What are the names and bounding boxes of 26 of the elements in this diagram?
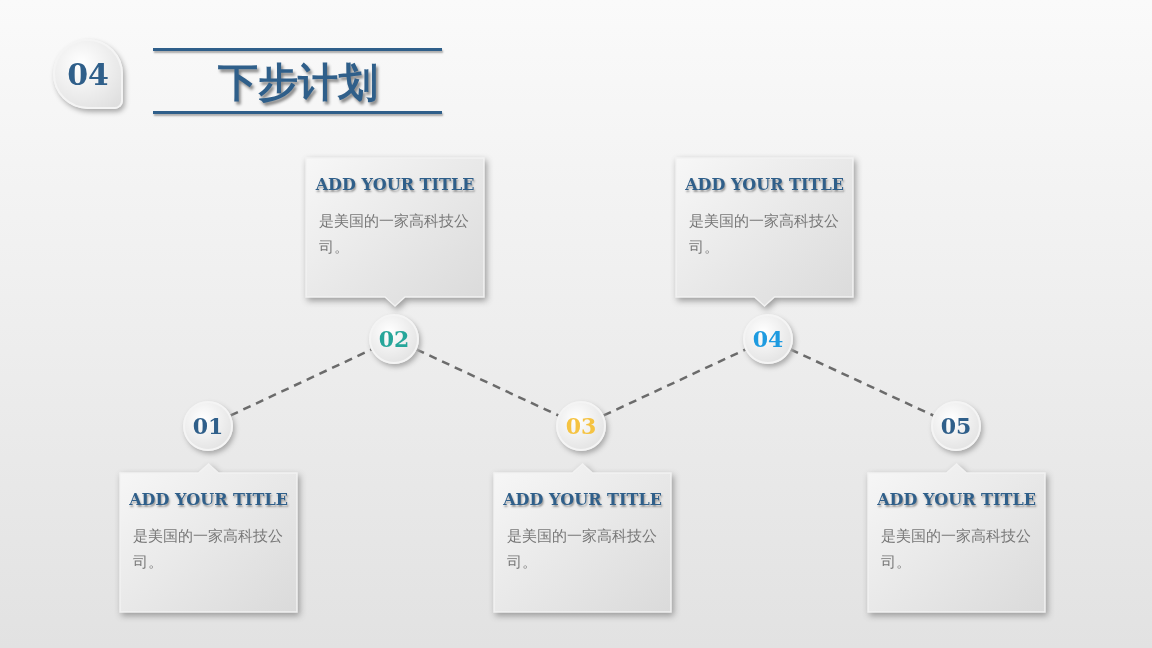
card-title: ADD YOUR TITLE: [502, 490, 663, 509]
card-text: 是美国的一家高科技公司。: [319, 212, 470, 257]
connector-line: [790, 348, 934, 417]
step-number-circle: 02: [369, 314, 419, 364]
step-number-circle: 05: [931, 401, 981, 451]
card-title: ADD YOUR TITLE: [314, 175, 476, 194]
connector-line: [416, 348, 559, 417]
text-card: [120, 464, 297, 612]
card-text: 是美国的一家高科技公司。: [507, 527, 658, 572]
section-number-bubble: 04: [53, 39, 123, 109]
card-text: 是美国的一家高科技公司。: [689, 212, 840, 257]
card-title: ADD YOUR TITLE: [876, 490, 1037, 509]
connector-line: [230, 348, 372, 417]
card-title: ADD YOUR TITLE: [684, 175, 845, 194]
step-number-circle: 01: [183, 401, 233, 451]
slide-title: 下步计划: [216, 58, 379, 107]
text-card: [676, 158, 853, 306]
connector-line: [603, 348, 746, 417]
card-text: 是美国的一家高科技公司。: [881, 527, 1032, 572]
step-number-circle: 03: [556, 401, 606, 451]
card-text: 是美国的一家高科技公司。: [133, 527, 284, 572]
step-number-circle: 04: [743, 314, 793, 364]
text-card: [306, 158, 484, 306]
card-title: ADD YOUR TITLE: [128, 490, 289, 509]
text-card: [494, 464, 671, 612]
text-card: [868, 464, 1045, 612]
